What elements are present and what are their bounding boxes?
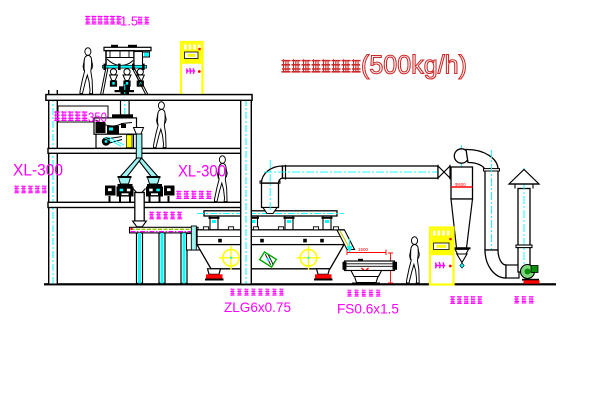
svg-text:350: 350: [88, 110, 107, 125]
svg-text:1500: 1500: [358, 247, 369, 252]
svg-text:1.5: 1.5: [120, 14, 138, 29]
svg-text:XL-300: XL-300: [178, 163, 226, 181]
svg-text:XL-300: XL-300: [13, 162, 63, 180]
svg-text:FS0.6x1.5: FS0.6x1.5: [337, 301, 399, 317]
svg-text:(500kg/h): (500kg/h): [361, 50, 467, 80]
svg-text:ZLG6x0.75: ZLG6x0.75: [224, 299, 291, 315]
svg-text:Φ600: Φ600: [455, 182, 467, 187]
